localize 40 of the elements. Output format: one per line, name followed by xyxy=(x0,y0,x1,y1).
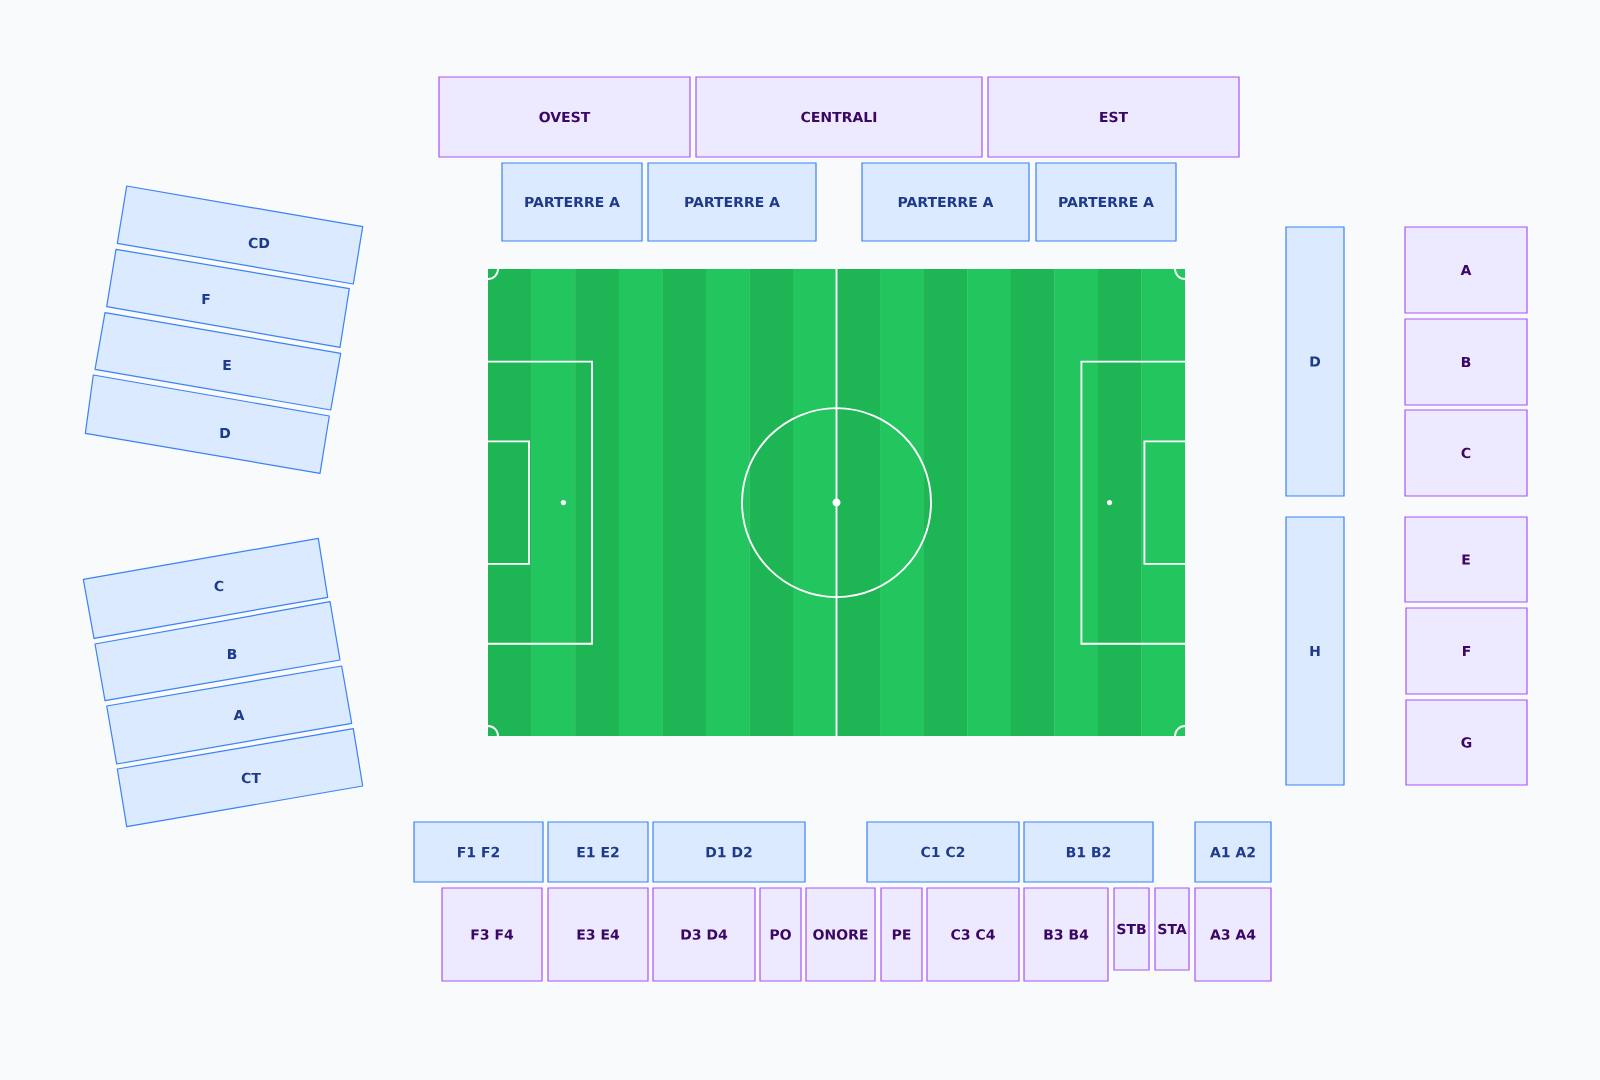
seating-section: D xyxy=(84,374,330,474)
seating-section: STB xyxy=(1113,887,1150,971)
seating-section: C3 C4 xyxy=(926,887,1020,982)
seating-section: PO xyxy=(759,887,802,982)
seating-section: F xyxy=(106,248,350,348)
seating-section: PARTERRE A xyxy=(501,162,643,242)
seating-section: G xyxy=(1405,699,1528,786)
seating-section: C xyxy=(82,537,329,639)
seating-section: C xyxy=(1404,409,1528,497)
seating-section: B xyxy=(94,601,341,702)
seating-section: CT xyxy=(116,728,364,828)
seating-section: E xyxy=(94,312,342,411)
seating-section: D1 D2 xyxy=(652,821,806,883)
seating-section: B xyxy=(1404,318,1528,406)
seating-section: A3 A4 xyxy=(1194,887,1272,982)
seating-section: CD xyxy=(116,185,364,285)
seating-section: PARTERRE A xyxy=(647,162,817,242)
seating-section: F3 F4 xyxy=(441,887,543,982)
seating-section: B3 B4 xyxy=(1023,887,1109,982)
seating-section: A xyxy=(106,665,353,765)
seating-section: F1 F2 xyxy=(413,821,544,883)
seating-section: PARTERRE A xyxy=(861,162,1030,242)
seating-section: H xyxy=(1285,516,1345,786)
seating-section: F xyxy=(1405,607,1528,695)
seating-section: PARTERRE A xyxy=(1035,162,1177,242)
seating-section: E1 E2 xyxy=(547,821,649,883)
seating-section: E xyxy=(1404,516,1528,603)
seating-section: E3 E4 xyxy=(547,887,649,982)
seating-section: OVEST xyxy=(438,76,691,158)
seating-section: EST xyxy=(987,76,1240,158)
seating-section: CENTRALI xyxy=(695,76,983,158)
seating-section: A1 A2 xyxy=(1194,821,1272,883)
seating-section: STA xyxy=(1154,887,1190,971)
seating-section: PE xyxy=(880,887,923,982)
seating-section: C1 C2 xyxy=(866,821,1020,883)
seating-section: D xyxy=(1285,226,1345,497)
seating-section: D3 D4 xyxy=(652,887,756,982)
seating-section: B1 B2 xyxy=(1023,821,1154,883)
seating-section: ONORE xyxy=(805,887,876,982)
seating-section: A xyxy=(1404,226,1528,314)
